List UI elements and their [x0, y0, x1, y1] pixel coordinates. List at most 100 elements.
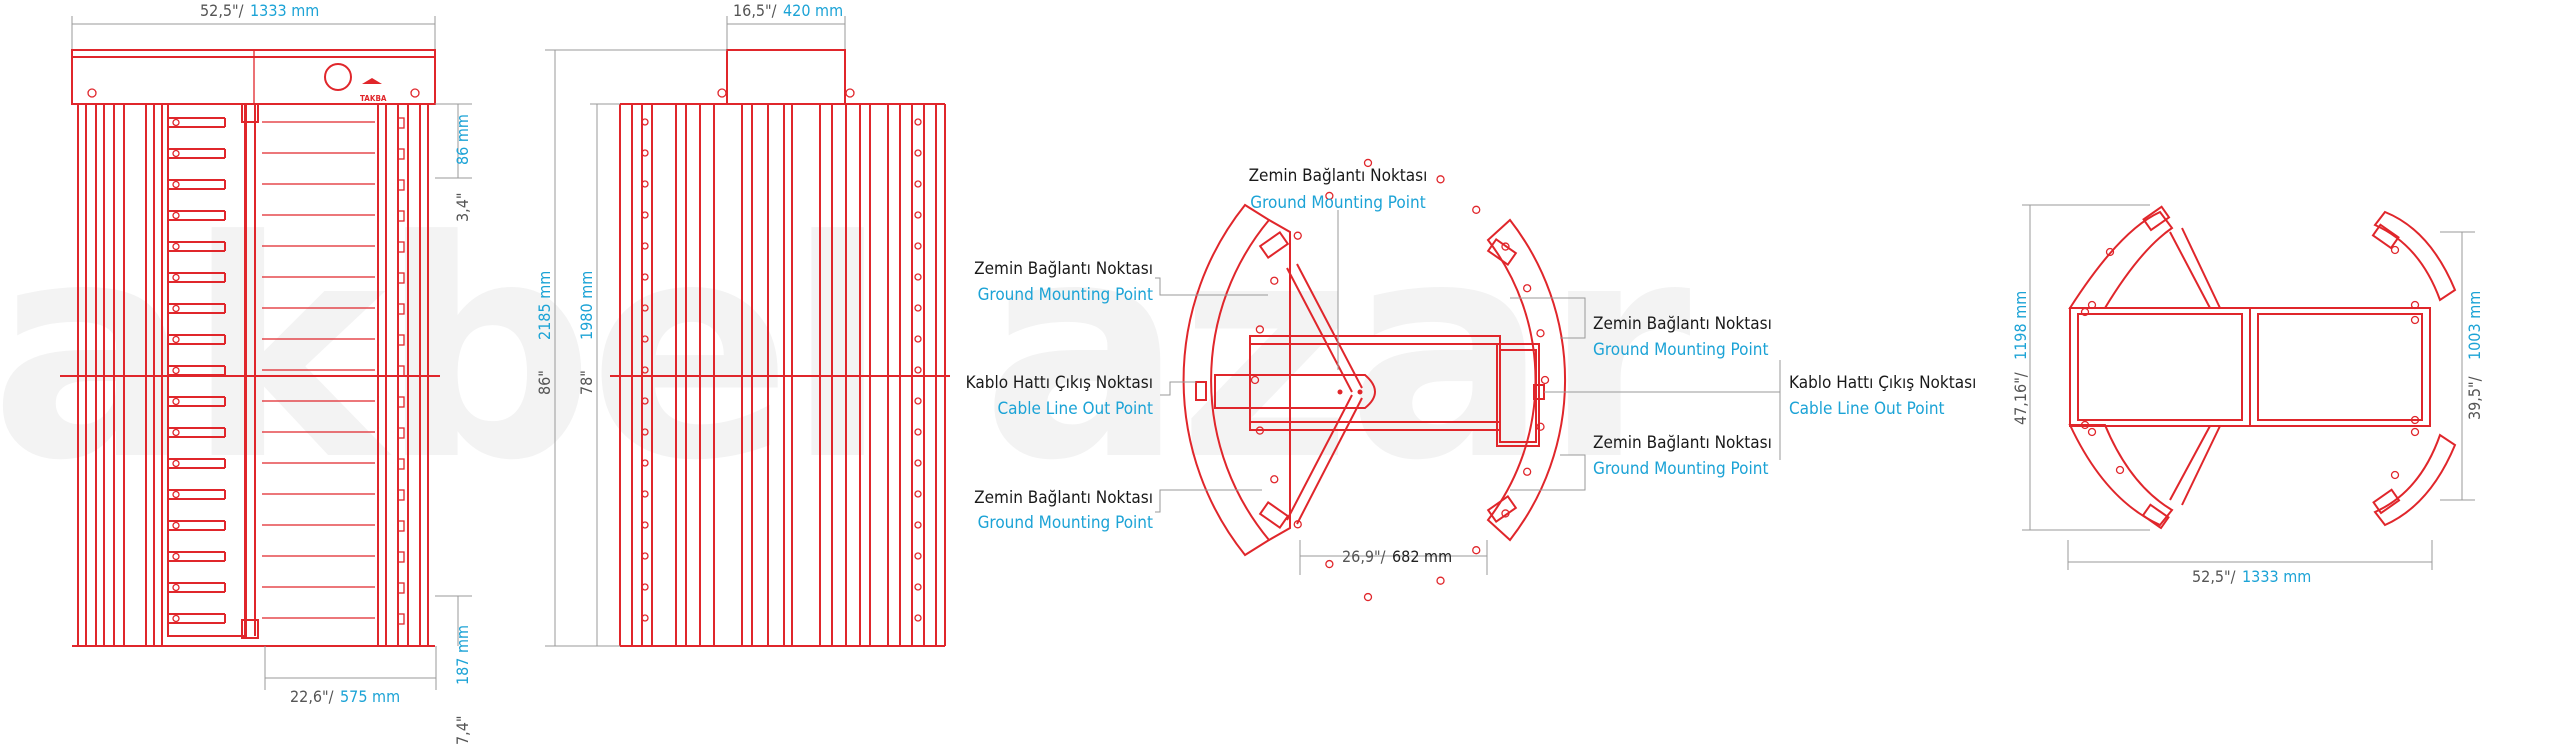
side-hole [641, 552, 649, 560]
mount-hole [1293, 520, 1302, 529]
mount-hole [1536, 329, 1545, 338]
mount-hole [1536, 422, 1545, 431]
mount-hole [1270, 475, 1279, 484]
front-arm-hole [172, 397, 180, 406]
front-width-mm: 1333 mm [250, 1, 319, 20]
mount-hole [1293, 231, 1302, 240]
mount-hole [1523, 467, 1532, 476]
mount-hole [2390, 245, 2400, 255]
top-view: 26,9"/ 682 mm Zemin Bağlantı Noktası Gro… [966, 158, 1976, 602]
side-hole [641, 180, 649, 188]
front-height-inch: 86" [535, 370, 554, 395]
mount-hole [2390, 470, 2400, 480]
plan-depth-inch: 47,16"/ [2011, 372, 2030, 425]
mount-hole [1250, 375, 1260, 385]
side-hole [641, 614, 649, 622]
front-arm-clip [397, 334, 405, 346]
label-ground-top-en: Ground Mounting Point [1250, 193, 1425, 213]
plan-width-mm: 1333 mm [2242, 567, 2311, 586]
front-arm-hole [172, 428, 180, 437]
front-top-gap-mm: 86 mm [453, 114, 472, 165]
side-hole [641, 366, 649, 374]
plan-depth-mm: 1198 mm [2011, 291, 2030, 360]
watermark-text: akbel azar [0, 177, 1693, 526]
label-ground-ul-en: Ground Mounting Point [978, 285, 1153, 305]
mount-hole [2410, 300, 2420, 310]
side-hole [641, 242, 649, 250]
side-height-mm: 1980 mm [577, 271, 596, 340]
front-arm-clip [397, 582, 405, 594]
mount-hole [1501, 509, 1510, 518]
brand-logo-icon [362, 78, 382, 84]
front-arm-hole [172, 459, 180, 468]
label-cable-right-tr: Kablo Hattı Çıkış Noktası [1789, 373, 1976, 393]
top-width-inch: 26,9"/ [1342, 547, 1386, 566]
mount-hole [2115, 465, 2125, 475]
front-bottom-gap-mm: 187 mm [453, 625, 472, 685]
plan-inner-mm: 1003 mm [2465, 291, 2484, 360]
mount-hole [1325, 559, 1334, 569]
front-arm-hole [172, 335, 180, 344]
side-hole [641, 521, 649, 529]
front-arm-hole [172, 583, 180, 592]
mount-hole [1363, 158, 1373, 168]
front-arm-clip [397, 458, 405, 470]
front-view: 52,5"/ 1333 mm TAKBA 86 mm 3,4" [60, 1, 472, 745]
side-hole [641, 304, 649, 312]
label-ground-ur-tr: Zemin Bağlantı Noktası [1593, 314, 1772, 334]
side-hole [914, 242, 922, 250]
plan-width-inch: 52,5"/ [2192, 567, 2236, 586]
plan-inner-inch: 39,5"/ [2465, 376, 2484, 420]
label-cable-left-tr: Kablo Hattı Çıkış Noktası [966, 373, 1153, 393]
mount-hole [1540, 375, 1550, 385]
side-width-mm: 420 mm [783, 1, 843, 20]
front-arm-clip [397, 427, 405, 439]
side-hole [641, 149, 649, 157]
front-arm-hole [172, 242, 180, 251]
side-hole [914, 180, 922, 188]
side-hole [914, 521, 922, 529]
side-hole [914, 304, 922, 312]
mount-hole [2410, 415, 2420, 425]
mount-hole [1325, 191, 1334, 201]
front-arm-clip [397, 117, 405, 129]
side-height-inch: 78" [577, 370, 596, 395]
front-arm-clip [397, 396, 405, 408]
front-arm-hole [172, 211, 180, 220]
side-hole [914, 118, 922, 126]
front-arm-hole [172, 366, 180, 375]
front-arm-clip [397, 179, 405, 191]
label-ground-ll-en: Ground Mounting Point [978, 513, 1153, 533]
front-bottom-gap-inch: 7,4" [453, 716, 472, 746]
side-hole [914, 583, 922, 591]
front-arm-hole [172, 304, 180, 313]
side-hole [641, 459, 649, 467]
front-arm-clip [397, 520, 405, 532]
mount-hole [1436, 175, 1445, 184]
brand-logo-text: TAKBA [360, 94, 387, 103]
mount-hole [1270, 276, 1279, 285]
mount-hole [1255, 426, 1265, 435]
front-arm-clip [397, 613, 405, 625]
label-cable-right-en: Cable Line Out Point [1789, 399, 1945, 419]
side-hole [914, 149, 922, 157]
front-arm-clip [397, 210, 405, 222]
front-arm-hole [172, 149, 180, 158]
mount-hole [2410, 315, 2420, 325]
front-passage-mm: 575 mm [340, 687, 400, 706]
front-arm-hole [172, 273, 180, 282]
side-hole [914, 273, 922, 281]
mount-hole [1363, 592, 1373, 602]
front-arm-clip [397, 148, 405, 160]
label-cable-left-en: Cable Line Out Point [997, 399, 1153, 419]
side-hole [641, 397, 649, 405]
front-arm-hole [172, 118, 180, 127]
front-top-gap-inch: 3,4" [453, 193, 472, 223]
side-hole [641, 273, 649, 281]
mount-hole [1436, 576, 1445, 585]
front-arm-clip [397, 303, 405, 315]
side-hole [914, 459, 922, 467]
side-view: 16,5"/ 420 mm 2185 mm 86" 1980 mm 78" [535, 1, 950, 647]
side-hole [641, 118, 649, 126]
